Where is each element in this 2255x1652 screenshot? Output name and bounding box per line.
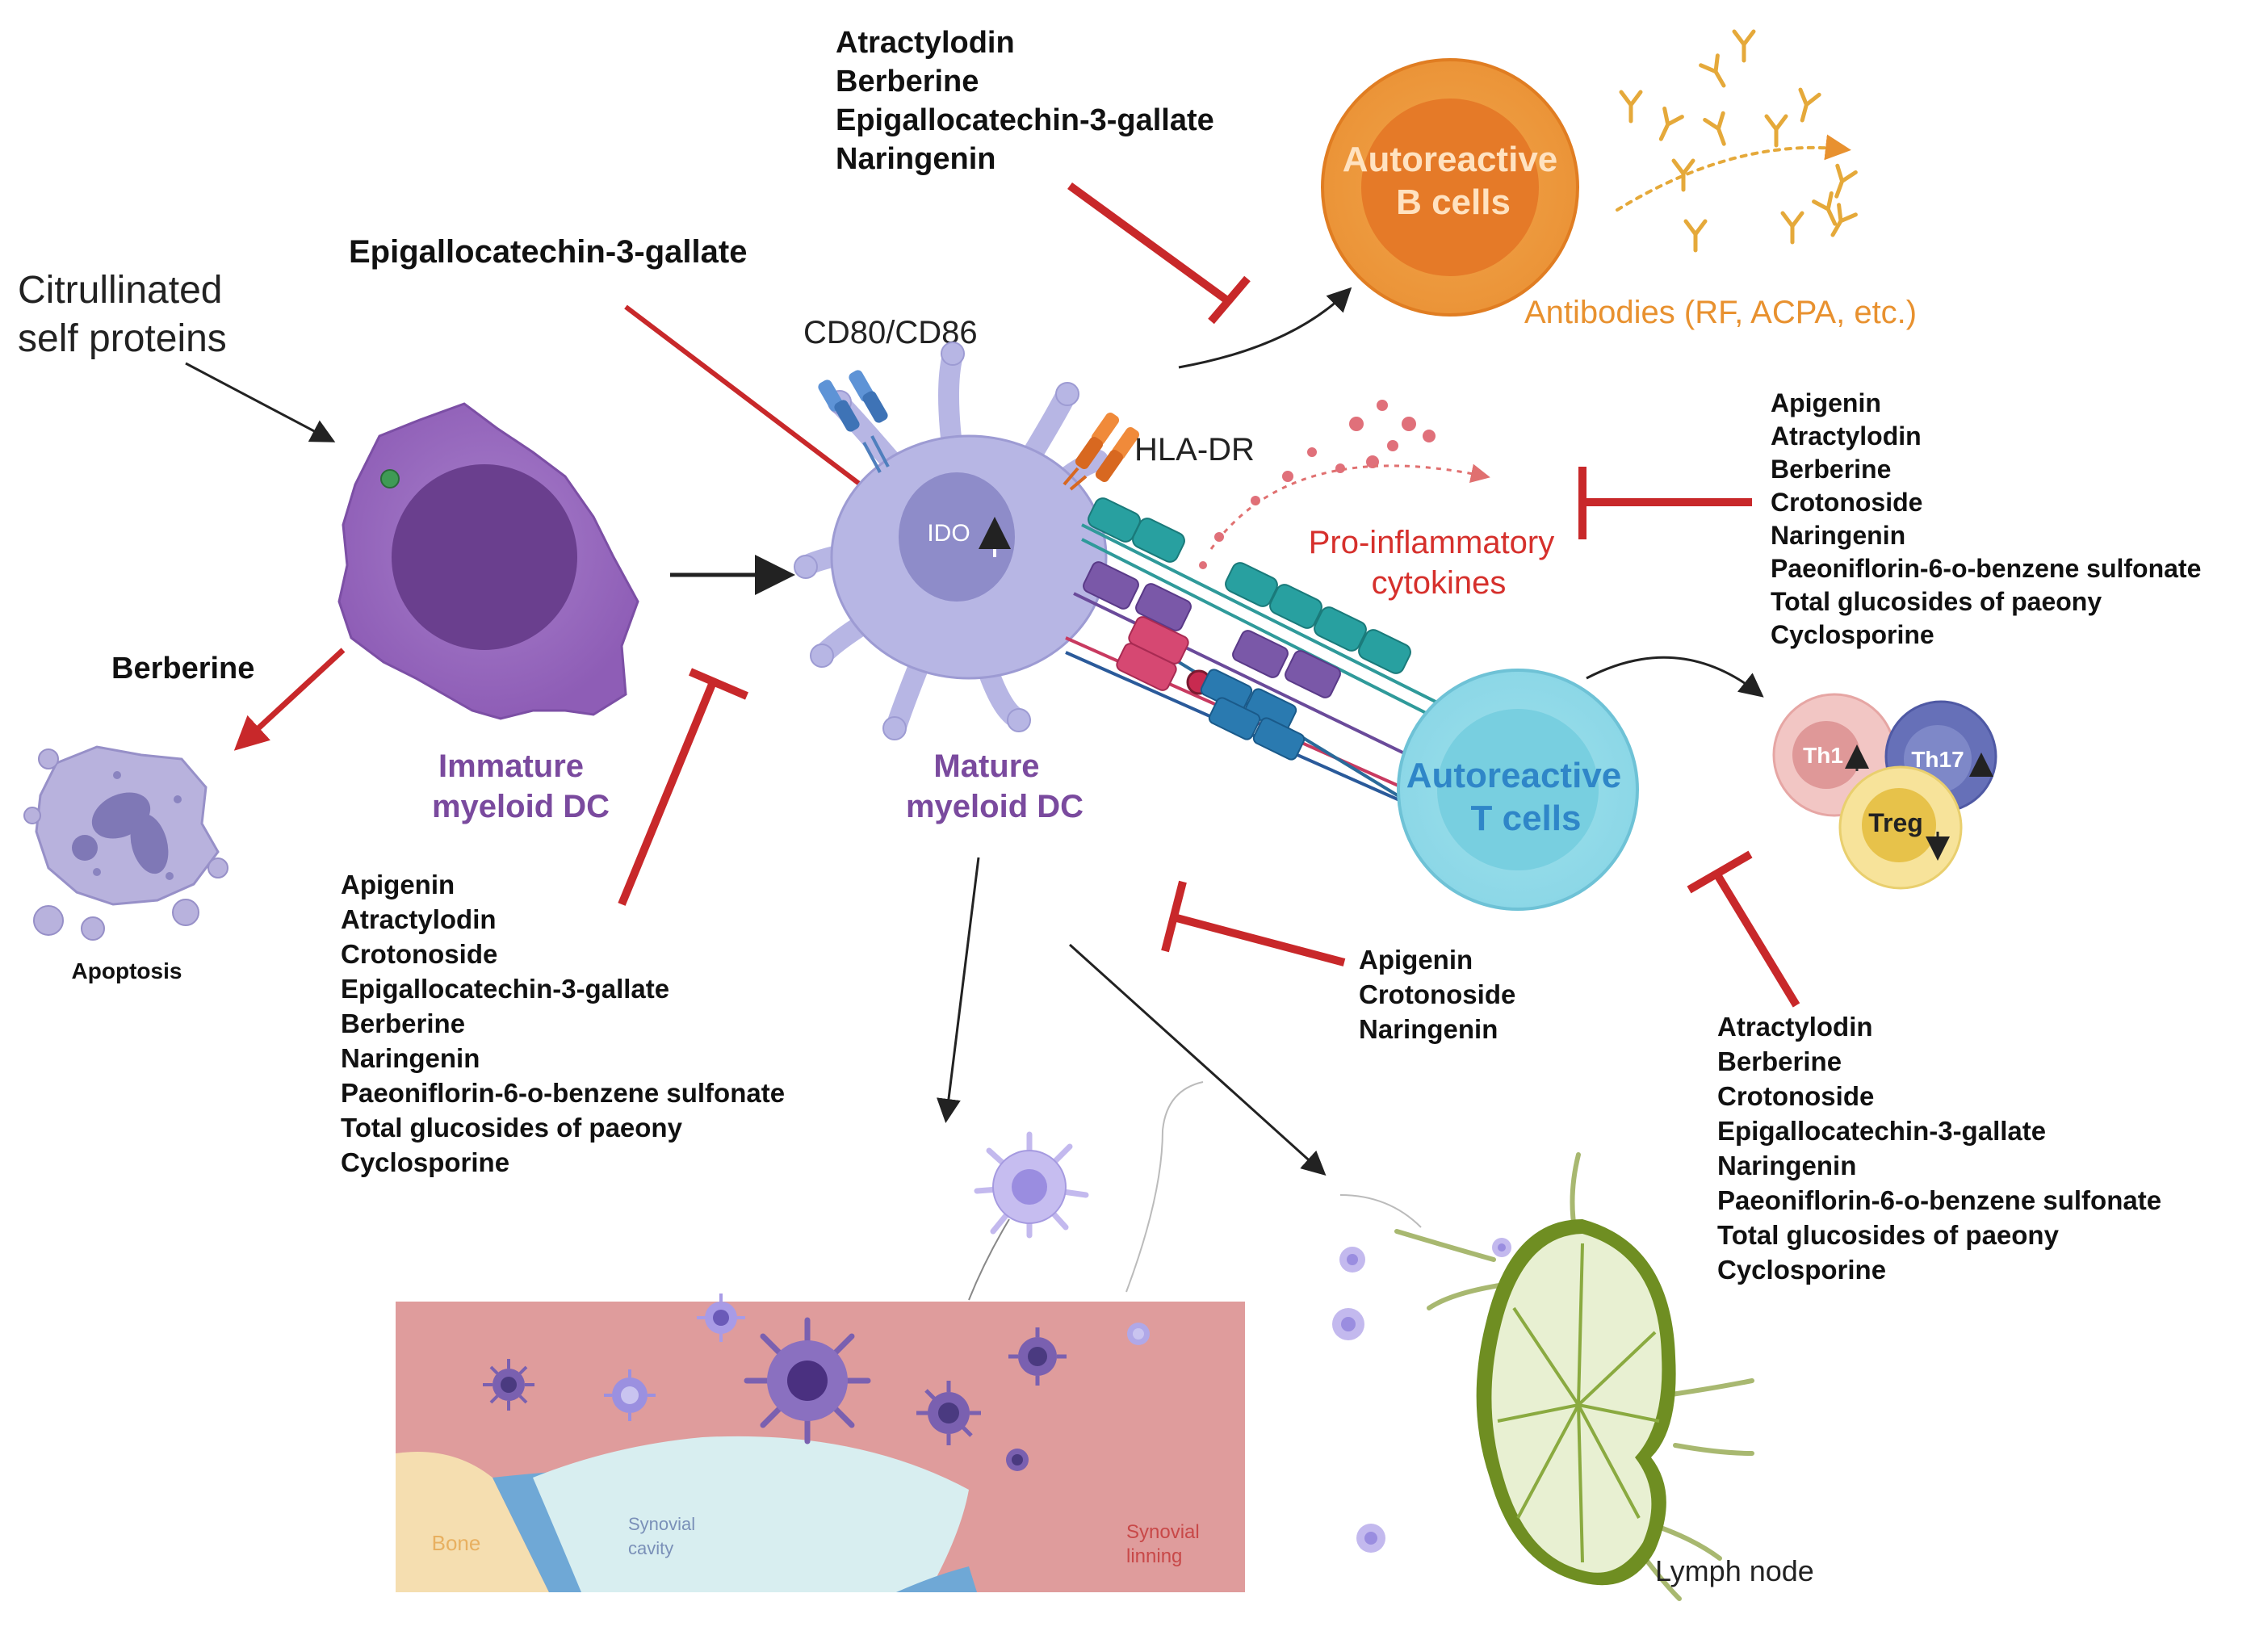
svg-text:cavity: cavity — [628, 1538, 673, 1558]
lymph-node-dcs — [1332, 1238, 1511, 1553]
svg-text:B cells: B cells — [1396, 182, 1511, 222]
citrullinated-arrow — [185, 362, 336, 442]
antibody-cloud — [1616, 29, 1858, 253]
inhibitor-compound: Paeoniflorin-6-o-benzene sulfonate — [1771, 554, 2201, 583]
t-differentiation-inhibitor-bar — [1687, 850, 1800, 1008]
t-cell-differentiation-arrow — [1586, 656, 1764, 698]
inhibitor-compound: Apigenin — [1359, 945, 1473, 975]
svg-text:Th1: Th1 — [1803, 743, 1843, 768]
b-cell-inhibitor-list: AtractylodinBerberineEpigallocatechin-3-… — [836, 26, 1214, 176]
inhibitor-compound: Berberine — [836, 65, 979, 99]
cytokine-inhibitor-list: ApigeninAtractylodinBerberineCrotonoside… — [1771, 388, 2201, 649]
lymph-node — [1394, 1152, 1754, 1601]
svg-text:Pro-inflammatory: Pro-inflammatory — [1309, 525, 1555, 560]
dc-to-b-cell-arrow — [1178, 287, 1352, 369]
svg-text:Citrullinated: Citrullinated — [18, 269, 222, 312]
lymph-vessel-curve — [1125, 1081, 1204, 1293]
t-helper-subsets: Th1 Th17 Treg — [1772, 693, 1997, 890]
synovial-cavity-label: Synovial — [628, 1514, 695, 1534]
svg-text:Autoreactive: Autoreactive — [1343, 140, 1558, 179]
inhibitor-compound: Epigallocatechin-3-gallate — [341, 974, 669, 1004]
svg-text:IDO: IDO — [927, 520, 970, 547]
migrating-dc — [968, 1131, 1089, 1301]
cd80-cd86-receptor — [818, 370, 890, 473]
inhibitor-compound: Cyclosporine — [341, 1147, 509, 1177]
t-cell: Autoreactive T cells — [1397, 669, 1639, 911]
inhibitor-compound: Paeoniflorin-6-o-benzene sulfonate — [1717, 1185, 2161, 1215]
inhibitor-compound: Atractylodin — [341, 904, 497, 934]
inhibitor-compound: Berberine — [1717, 1046, 1842, 1076]
svg-text:Treg: Treg — [1868, 808, 1923, 837]
migration-to-lymph-node-arrow — [1068, 943, 1327, 1176]
svg-text:Autoreactive: Autoreactive — [1406, 756, 1622, 795]
migration-to-synovium-arrow — [937, 857, 980, 1123]
maturation-inhibitor-bar — [618, 668, 748, 906]
svg-text:self proteins: self proteins — [18, 317, 227, 360]
cytokines-label: Pro-inflammatory cytokines — [1309, 525, 1555, 601]
cytokine-inhibitor-bar — [1578, 467, 1752, 539]
apoptosis-label: Apoptosis — [72, 958, 182, 983]
inhibitor-compound: Naringenin — [1771, 521, 1905, 550]
berberine-apoptosis-label: Berberine — [111, 652, 254, 686]
dc-t-cell-synapse — [1065, 497, 1454, 821]
inhibitor-compound: Total glucosides of paeony — [1717, 1220, 2060, 1250]
inhibitor-compound: Apigenin — [341, 870, 455, 899]
cytokine-arrow — [1209, 463, 1490, 550]
immature-dc-cell — [337, 402, 639, 720]
citrullinated-label: Citrullinated self proteins — [18, 269, 227, 360]
inhibitor-compound: Berberine — [341, 1008, 465, 1038]
maturation-inhibitor-list: ApigeninAtractylodinCrotonosideEpigalloc… — [341, 870, 785, 1177]
inhibitor-compound: Atractylodin — [836, 26, 1015, 60]
inhibitor-compound: Paeoniflorin-6-o-benzene sulfonate — [341, 1078, 785, 1108]
mature-dc-label: Mature myeloid DC — [906, 748, 1083, 824]
inhibitor-compound: Crotonoside — [1359, 979, 1515, 1009]
inhibitor-compound: Crotonoside — [1717, 1081, 1874, 1111]
inhibitor-compound: Berberine — [1771, 455, 1891, 484]
dc-t-inhibitor-bar — [1161, 880, 1346, 966]
inhibitor-compound: Atractylodin — [1771, 421, 1922, 451]
inhibitor-compound: Crotonoside — [1771, 488, 1922, 517]
svg-text:Th17: Th17 — [1911, 747, 1964, 772]
inhibitor-compound: Naringenin — [341, 1043, 480, 1073]
egcg-top-label: Epigallocatechin-3-gallate — [349, 234, 747, 270]
b-cell: Autoreactive B cells — [1321, 58, 1579, 317]
svg-text:linning: linning — [1126, 1545, 1182, 1567]
hla-dr-label: HLA-DR — [1134, 432, 1255, 468]
b-cell-inhibitor-bar — [1067, 182, 1251, 325]
apoptotic-cell — [23, 745, 228, 941]
svg-text:myeloid DC: myeloid DC — [906, 789, 1083, 824]
bone-label: Bone — [432, 1531, 481, 1555]
inhibitor-compound: Total glucosides of paeony — [341, 1113, 683, 1143]
inhibitor-compound: Epigallocatechin-3-gallate — [1717, 1116, 2046, 1146]
svg-text:myeloid DC: myeloid DC — [432, 789, 610, 824]
inhibitor-compound: Atractylodin — [1717, 1012, 1873, 1042]
svg-text:cytokines: cytokines — [1372, 565, 1507, 601]
lymph-node-label: Lymph node — [1655, 1554, 1814, 1587]
antibodies-label: Antibodies (RF, ACPA, etc.) — [1524, 295, 1917, 330]
inhibitor-compound: Cyclosporine — [1771, 620, 1934, 649]
inhibitor-compound: Naringenin — [1359, 1014, 1498, 1044]
inhibitor-compound: Cyclosporine — [1717, 1255, 1886, 1285]
immature-dc-label: Immature myeloid DC — [432, 748, 610, 824]
lymph-vessel-curve-2 — [1339, 1194, 1422, 1228]
t-differentiation-inhibitor-list: AtractylodinBerberineCrotonosideEpigallo… — [1717, 1012, 2161, 1285]
inhibitor-compound: Naringenin — [836, 142, 995, 176]
inhibitor-compound: Total glucosides of paeony — [1771, 587, 2102, 616]
svg-text:T cells: T cells — [1471, 799, 1582, 838]
synovial-lining-label: Synovial — [1126, 1521, 1200, 1543]
inhibitor-compound: Epigallocatechin-3-gallate — [836, 103, 1214, 137]
hla-dr-receptor — [1063, 412, 1140, 491]
apoptosis-arrow — [233, 648, 346, 751]
svg-text:Mature: Mature — [933, 748, 1039, 784]
inhibitor-compound: Naringenin — [1717, 1151, 1856, 1180]
inhibitor-compound: Crotonoside — [341, 939, 497, 969]
inhibitor-compound: Apigenin — [1771, 388, 1881, 417]
synovium-immune-cells — [483, 1294, 1150, 1471]
svg-text:Immature: Immature — [438, 748, 584, 784]
